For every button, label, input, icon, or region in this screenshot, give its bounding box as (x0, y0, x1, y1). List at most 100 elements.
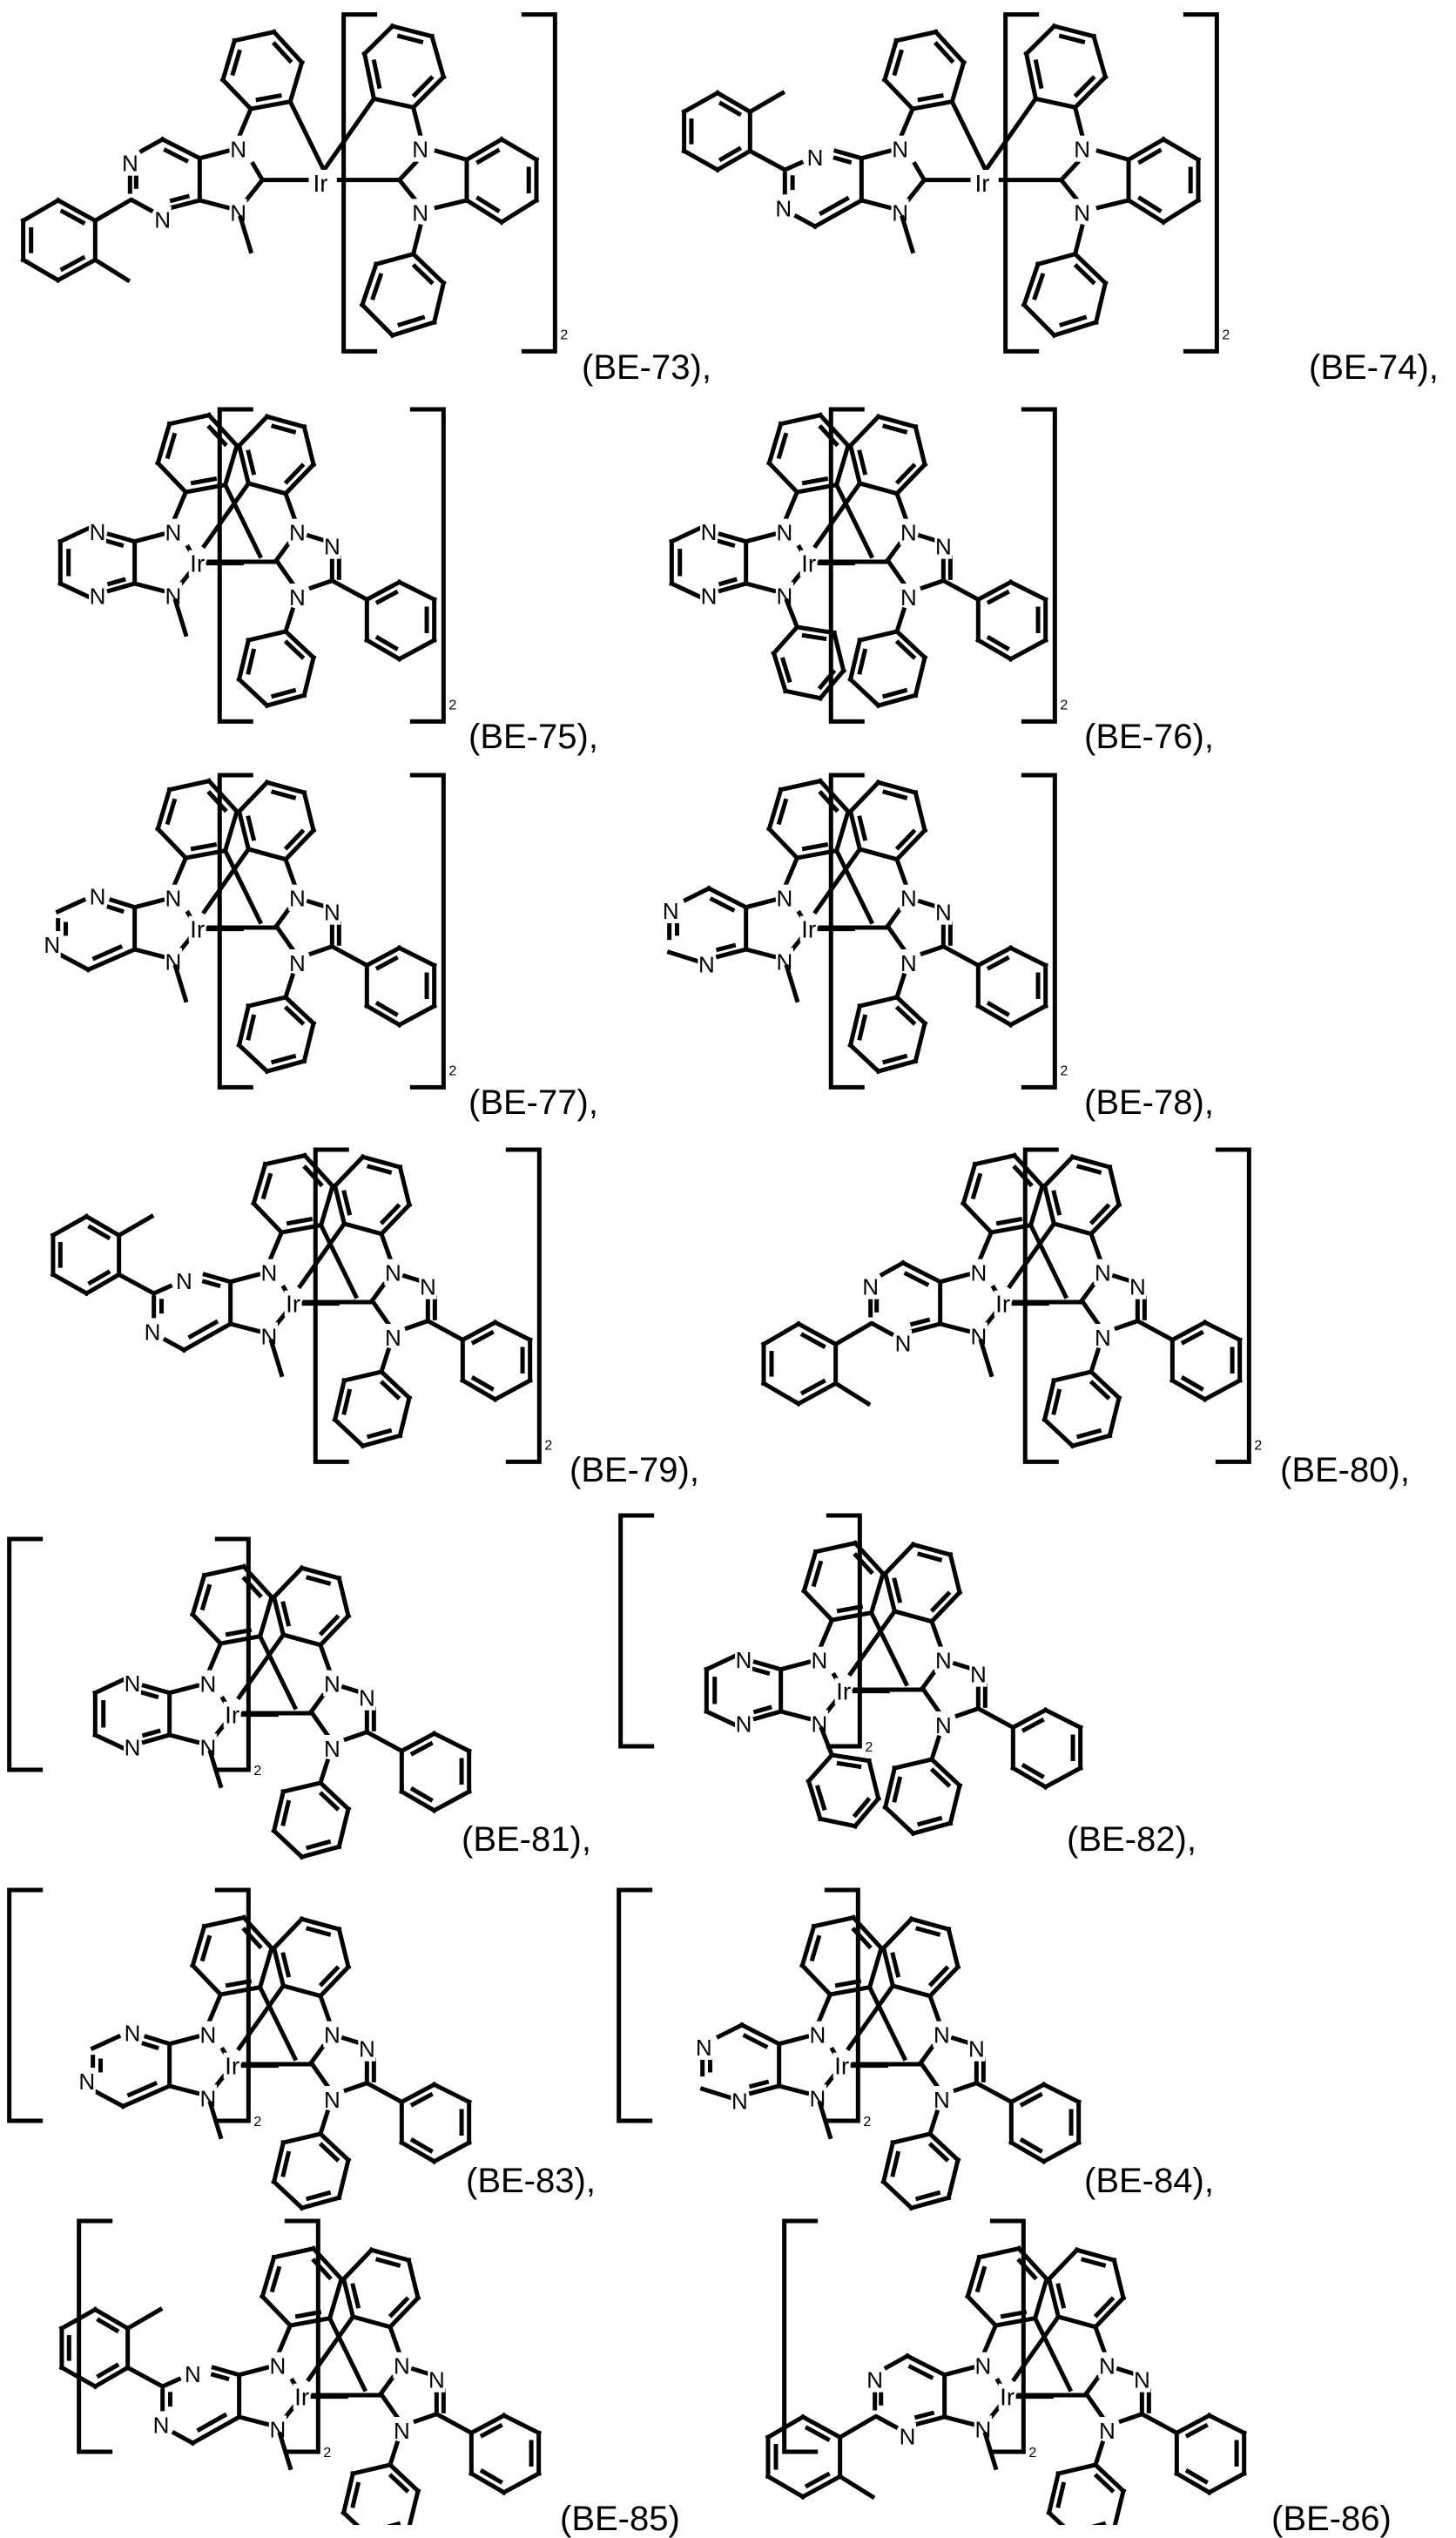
compound-label-be-79: (BE-79), (570, 1451, 699, 1489)
svg-text:N: N (900, 520, 917, 546)
svg-text:N: N (385, 1260, 401, 1286)
svg-text:N: N (892, 137, 908, 163)
svg-text:N: N (701, 583, 718, 609)
svg-text:2: 2 (448, 698, 456, 712)
svg-text:N: N (812, 1648, 828, 1674)
svg-text:2: 2 (1060, 698, 1068, 712)
svg-text:N: N (145, 1319, 161, 1345)
svg-text:N: N (775, 195, 792, 221)
svg-text:N: N (900, 950, 917, 976)
svg-text:N: N (731, 2089, 748, 2115)
svg-text:N: N (154, 207, 171, 233)
svg-text:N: N (736, 1711, 752, 1737)
svg-text:Ir: Ir (974, 170, 989, 197)
svg-text:2: 2 (1060, 1063, 1068, 1078)
svg-text:N: N (428, 2367, 445, 2393)
svg-text:N: N (968, 2036, 985, 2062)
svg-text:Ir: Ir (286, 1291, 300, 1318)
svg-text:N: N (359, 2036, 375, 2062)
svg-text:N: N (1099, 2353, 1116, 2379)
svg-text:N: N (935, 1648, 952, 1674)
compound-label-be-84: (BE-84), (1084, 2162, 1214, 2200)
svg-text:N: N (200, 1671, 217, 1698)
compound-label-be-75: (BE-75), (468, 718, 598, 756)
svg-text:N: N (359, 1685, 375, 1711)
svg-text:N: N (200, 2022, 217, 2049)
svg-text:N: N (895, 1331, 912, 1357)
svg-text:N: N (975, 2353, 992, 2379)
svg-text:N: N (1129, 1274, 1146, 1300)
svg-text:N: N (935, 900, 952, 926)
svg-text:N: N (696, 2035, 712, 2061)
svg-text:N: N (122, 151, 138, 177)
svg-text:N: N (1074, 137, 1090, 163)
svg-text:Ir: Ir (836, 1678, 851, 1705)
svg-text:Ir: Ir (313, 170, 327, 197)
svg-text:N: N (394, 2353, 410, 2379)
svg-text:N: N (270, 2353, 286, 2379)
svg-text:N: N (1134, 2367, 1150, 2393)
svg-text:2: 2 (1222, 327, 1230, 342)
compound-label-be-83: (BE-83), (466, 2162, 596, 2200)
svg-text:N: N (289, 584, 306, 611)
svg-text:Ir: Ir (225, 1702, 239, 1729)
svg-text:2: 2 (1028, 2446, 1036, 2460)
svg-text:N: N (663, 898, 679, 924)
svg-text:N: N (324, 900, 340, 926)
svg-text:N: N (698, 952, 715, 978)
svg-text:Ir: Ir (834, 2053, 849, 2080)
svg-text:N: N (385, 1325, 401, 1351)
svg-text:N: N (289, 950, 306, 976)
svg-text:N: N (90, 519, 106, 545)
svg-text:N: N (900, 584, 917, 611)
svg-text:N: N (394, 2418, 410, 2444)
svg-text:2: 2 (323, 2446, 331, 2460)
svg-text:N: N (934, 2022, 950, 2049)
svg-text:N: N (78, 2069, 95, 2095)
svg-text:Ir: Ir (294, 2384, 309, 2411)
svg-text:2: 2 (863, 2115, 871, 2130)
svg-text:N: N (970, 1662, 987, 1688)
svg-text:N: N (125, 1734, 141, 1760)
svg-text:N: N (935, 534, 952, 560)
svg-text:2: 2 (865, 1740, 873, 1755)
svg-text:N: N (324, 2087, 340, 2113)
svg-text:N: N (125, 1671, 141, 1697)
svg-text:N: N (935, 1712, 952, 1738)
svg-text:N: N (971, 1260, 988, 1286)
svg-text:N: N (153, 2412, 170, 2438)
svg-text:Ir: Ir (190, 550, 205, 577)
svg-text:N: N (230, 137, 246, 163)
svg-text:N: N (777, 886, 793, 912)
svg-text:N: N (125, 2020, 141, 2046)
svg-text:Ir: Ir (190, 916, 205, 943)
svg-text:2: 2 (253, 1764, 261, 1779)
svg-text:N: N (165, 886, 182, 912)
compound-label-be-81: (BE-81), (462, 1820, 591, 1859)
compound-label-be-73: (BE-73), (582, 348, 711, 387)
svg-text:N: N (1095, 1260, 1111, 1286)
svg-text:N: N (777, 520, 793, 546)
svg-text:N: N (90, 583, 106, 609)
svg-text:N: N (176, 1268, 192, 1294)
svg-text:N: N (412, 199, 428, 226)
svg-text:N: N (185, 2361, 201, 2387)
svg-text:N: N (261, 1260, 278, 1286)
svg-text:N: N (736, 1647, 752, 1673)
svg-text:N: N (324, 534, 340, 560)
svg-text:N: N (44, 932, 60, 958)
svg-text:N: N (1074, 199, 1090, 226)
compound-label-be-80: (BE-80), (1280, 1451, 1410, 1489)
svg-text:Ir: Ir (801, 550, 816, 577)
